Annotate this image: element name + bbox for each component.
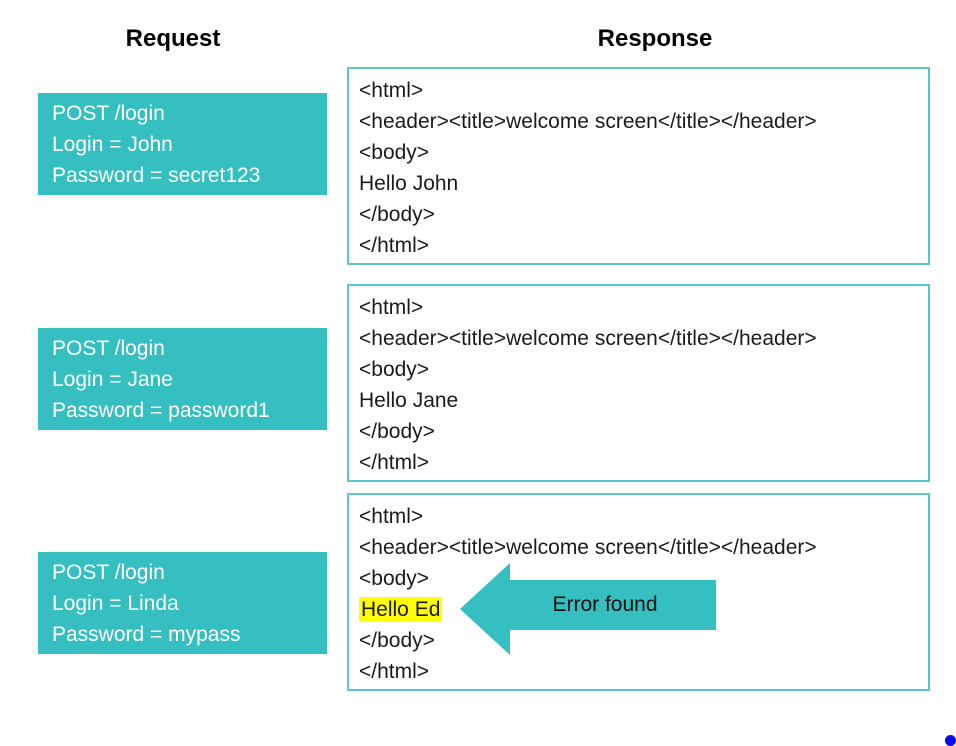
request-line: Login = Linda (52, 592, 179, 615)
code-line: <body> (359, 141, 430, 164)
code-line: <body> (359, 358, 430, 381)
code-line: <html> (359, 79, 424, 102)
code-line: <html> (359, 505, 424, 528)
response-box-error: <html> <header><title>welcome screen</ti… (347, 493, 930, 691)
left-block-arrow-icon (460, 563, 716, 655)
request-column-header: Request (125, 25, 221, 52)
code-line: <body> (359, 567, 430, 590)
code-line: <header><title>welcome screen</title></h… (359, 536, 817, 559)
response-column-header: Response (597, 25, 713, 52)
response-box-jane: <html> <header><title>welcome screen</ti… (347, 284, 930, 482)
code-line: </body> (359, 629, 435, 652)
request-box-jane: POST /login Login = Jane Password = pass… (38, 328, 327, 430)
code-line: <header><title>welcome screen</title></h… (359, 327, 817, 350)
request-box-linda: POST /login Login = Linda Password = myp… (38, 552, 327, 654)
code-line: Hello Ed (359, 594, 928, 625)
highlighted-greeting: Hello Ed (359, 597, 443, 622)
code-line: </html> (359, 451, 430, 474)
request-line: Login = Jane (52, 368, 173, 391)
code-line: </html> (359, 234, 430, 257)
request-line: POST /login (52, 102, 165, 125)
code-line: </body> (359, 420, 435, 443)
blue-dot (945, 735, 956, 746)
request-line: POST /login (52, 561, 165, 584)
request-line: POST /login (52, 337, 165, 360)
error-arrow: Error found (460, 563, 716, 655)
code-line: Hello Jane (359, 389, 459, 412)
request-line: Password = password1 (52, 399, 270, 422)
request-box-john: POST /login Login = John Password = secr… (38, 93, 327, 195)
error-arrow-label: Error found (552, 593, 658, 616)
code-line: <html> (359, 296, 424, 319)
request-line: Password = secret123 (52, 164, 261, 187)
code-line: </html> (359, 660, 430, 683)
code-line: <header><title>welcome screen</title></h… (359, 110, 817, 133)
response-box-john: <html> <header><title>welcome screen</ti… (347, 67, 930, 265)
code-line: </body> (359, 203, 435, 226)
request-line: Password = mypass (52, 623, 241, 646)
code-line: Hello John (359, 172, 459, 195)
request-line: Login = John (52, 133, 173, 156)
